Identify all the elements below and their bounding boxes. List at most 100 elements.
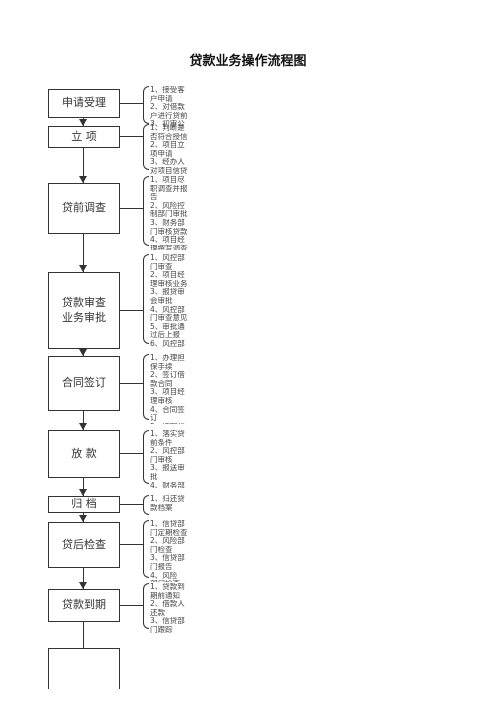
step-notes-7: 1、归还贷款档案 <box>150 495 200 519</box>
note-line: 4、财务部 <box>150 481 185 488</box>
note-line: 批 <box>150 472 158 481</box>
note-line: 制部门审批 <box>150 210 188 219</box>
note-line: 4、风控部 <box>150 305 185 314</box>
step-box-6: 放 款 <box>48 430 120 478</box>
note-line: 1、项目尽 <box>150 176 185 184</box>
flow-arrow-9 <box>79 582 87 589</box>
note-line: 理撰写调查 <box>150 244 188 250</box>
flow-arrow-7 <box>79 489 87 496</box>
page-title: 贷款业务操作流程图 <box>189 54 307 69</box>
note-line: 期前通知 <box>150 591 180 600</box>
note-line: 户进行贷前 <box>150 111 188 120</box>
note-line: 1、办理担 <box>150 354 185 362</box>
step-brace-7 <box>143 495 149 515</box>
note-line: 门审查 <box>150 262 173 271</box>
note-line: 对项目信贷 <box>150 166 188 174</box>
note-line: 理审核 <box>150 396 173 405</box>
note-line: 3、信贷部 <box>150 617 185 626</box>
flow-arrow-3 <box>79 176 87 183</box>
flow-terminal-box <box>48 648 120 689</box>
flow-arrow-5 <box>79 349 87 356</box>
step-box-3: 贷前调查 <box>48 183 120 234</box>
step-box-5: 合同签订 <box>48 356 120 411</box>
note-line: 职调查并报 <box>150 184 188 193</box>
note-line: 3、经办人 <box>150 158 185 167</box>
step-brace-6 <box>143 430 149 484</box>
note-line: 项申请 <box>150 149 173 158</box>
note-line: 门检查 <box>150 545 173 554</box>
step-box-2: 立 项 <box>48 126 120 148</box>
flow-arrow-4 <box>79 265 87 272</box>
note-line: 4、合同签 <box>150 405 185 414</box>
note-line: 门审查意见 <box>150 314 188 323</box>
note-line: 还款 <box>150 608 165 617</box>
step-connector-4 <box>120 309 143 311</box>
note-line: 6、风控部 <box>150 339 185 348</box>
note-line: 3、信贷部 <box>150 554 185 563</box>
note-line: 过后上报 <box>150 331 180 340</box>
note-line: 户申请 <box>150 94 173 103</box>
step-brace-1 <box>143 86 149 124</box>
note-line: 3、财务部 <box>150 218 185 227</box>
step-brace-9 <box>143 583 149 629</box>
note-line: 1、信贷部 <box>150 520 185 528</box>
step-box-1: 申请受理 <box>48 89 120 118</box>
step-connector-8 <box>120 544 143 545</box>
step-brace-8 <box>143 520 149 578</box>
note-line: 1、风控部 <box>150 254 185 262</box>
step-box-4: 贷款审查 业务审批 <box>48 272 120 349</box>
step-connector-7 <box>120 503 143 505</box>
note-line: 4、项目经 <box>150 236 185 245</box>
flow-arrow-6 <box>79 423 87 430</box>
note-line: 门审核贷款 <box>150 227 188 236</box>
step-brace-4 <box>143 254 149 344</box>
note-line: 门报告 <box>150 562 173 571</box>
note-line: 款档案 <box>150 503 173 512</box>
note-line: 会审批 <box>150 296 173 305</box>
note-line: 3、项目经 <box>150 388 185 397</box>
flow-arrow-8 <box>79 515 87 522</box>
note-line: 2、风险控 <box>150 201 185 210</box>
note-line: 门定期检查 <box>150 528 188 537</box>
note-line: 2、项目立 <box>150 141 185 150</box>
step-connector-5 <box>120 382 143 384</box>
flow-arrow-2 <box>79 119 87 126</box>
note-line: 前条件 <box>150 438 173 447</box>
note-line: 2、项目经 <box>150 271 185 280</box>
note-line: 理审核业务 <box>150 279 188 288</box>
step-box-9: 贷款到期 <box>48 589 120 622</box>
note-line: 门审核 <box>150 455 173 464</box>
note-line: 1、判断是 <box>150 124 185 132</box>
note-line: 3、初审公 <box>150 120 185 128</box>
step-connector-3 <box>120 207 143 209</box>
step-connector-2 <box>120 136 143 137</box>
note-line: 5、审批通 <box>150 322 185 331</box>
step-connector-1 <box>120 102 143 104</box>
note-line: 订 <box>150 414 158 423</box>
step-connector-9 <box>120 604 143 606</box>
note-line: 4、风险 <box>150 571 178 580</box>
note-line: 否符合授信 <box>150 132 188 141</box>
note-line: 5、填写贷 <box>150 423 200 424</box>
step-notes-8: 1、信贷部门定期检查2、风险部门检查3、信贷部门报告4、风险部门检查5、业务部门… <box>150 520 200 582</box>
note-line: 保手续 <box>150 362 173 371</box>
note-line: 告 <box>150 193 158 202</box>
note-line: 2、对借款 <box>150 103 185 112</box>
note-line: 2、签订借 <box>150 371 185 380</box>
note-line: 1、贷款到 <box>150 583 185 591</box>
note-line: 款合同 <box>150 379 173 388</box>
note-line: 1、接受客 <box>150 86 185 94</box>
step-brace-3 <box>143 176 149 246</box>
note-line: 1、落实贷 <box>150 430 185 438</box>
step-box-8: 贷后检查 <box>48 522 120 568</box>
note-line: 1、归还贷 <box>150 495 185 503</box>
note-line: 2、风险部 <box>150 537 185 546</box>
note-line: 3、报送审 <box>150 464 185 473</box>
